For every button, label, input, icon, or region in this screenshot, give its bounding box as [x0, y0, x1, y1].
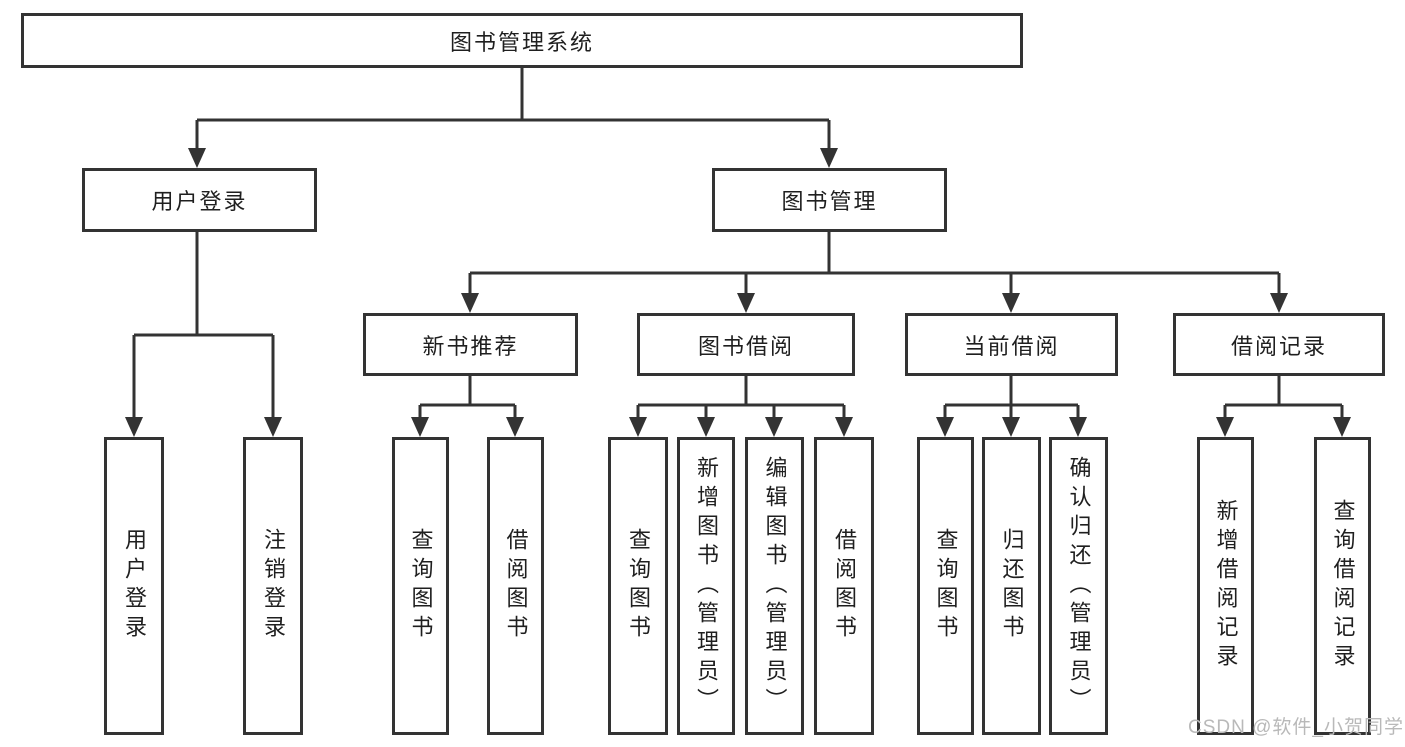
connector-book-mgmt-to-level3	[468, 232, 1281, 295]
node-query-borrow-record-label: 查询借阅记录	[1330, 499, 1356, 673]
node-current-borrow: 当前借阅	[905, 313, 1118, 376]
node-user-login: 用户登录	[104, 437, 164, 735]
node-user-login-branch-label: 用户登录	[151, 189, 248, 214]
node-query-books-borrow: 查询图书	[608, 437, 668, 735]
node-user-login-branch: 用户登录	[82, 168, 317, 232]
node-borrow-records-label: 借阅记录	[1230, 333, 1327, 359]
node-query-books-recommend: 查询图书	[392, 437, 449, 735]
node-borrow-books-label: 借阅图书	[832, 528, 857, 644]
arrowheads-level3	[461, 293, 1288, 313]
node-book-management-label: 图书管理	[781, 189, 878, 214]
node-new-book-recommend-label: 新书推荐	[422, 333, 519, 359]
arrowheads-level2	[188, 148, 838, 168]
node-book-borrow-label: 图书借阅	[697, 333, 794, 359]
node-return-book: 归还图书	[982, 437, 1041, 735]
node-add-book-admin: 新增图书（管理员）	[677, 437, 735, 735]
arrowheads-borrow-records-children	[1216, 417, 1351, 437]
connector-new-books-children	[418, 376, 517, 419]
node-borrow-records: 借阅记录	[1173, 313, 1385, 376]
node-library-system: 图书管理系统	[21, 13, 1023, 68]
node-library-system-label: 图书管理系统	[449, 29, 594, 55]
node-borrow-books: 借阅图书	[814, 437, 874, 735]
node-query-books-current: 查询图书	[917, 437, 974, 735]
connector-current-borrow-children	[943, 376, 1080, 419]
connector-book-borrow-children	[636, 376, 846, 419]
node-user-login-label: 用户登录	[122, 528, 147, 644]
node-add-book-admin-label: 新增图书（管理员）	[694, 455, 719, 717]
node-add-borrow-record: 新增借阅记录	[1197, 437, 1254, 735]
node-return-book-label: 归还图书	[999, 528, 1025, 644]
node-book-borrow: 图书借阅	[637, 313, 855, 376]
node-logout: 注销登录	[243, 437, 303, 735]
connector-root-to-level2	[195, 68, 831, 150]
node-logout-label: 注销登录	[261, 528, 286, 644]
node-borrow-books-recommend-label: 借阅图书	[503, 528, 529, 644]
node-query-borrow-record: 查询借阅记录	[1314, 437, 1371, 735]
arrowheads-current-borrow-children	[936, 417, 1087, 437]
node-add-borrow-record-label: 新增借阅记录	[1213, 499, 1239, 673]
node-current-borrow-label: 当前借阅	[963, 333, 1060, 359]
node-query-books-borrow-label: 查询图书	[626, 528, 651, 644]
node-book-management: 图书管理	[712, 168, 947, 232]
node-query-books-current-label: 查询图书	[933, 528, 959, 644]
arrowheads-book-borrow-children	[629, 417, 853, 437]
node-new-book-recommend: 新书推荐	[363, 313, 578, 376]
connector-borrow-records-children	[1223, 376, 1344, 419]
node-confirm-return-admin-label: 确认归还（管理员）	[1066, 455, 1092, 717]
csdn-watermark: CSDN @软件_小贺同学	[1188, 717, 1404, 738]
arrowheads-user-login-children	[125, 417, 282, 437]
connector-user-login-children	[132, 232, 275, 419]
node-edit-book-admin-label: 编辑图书（管理员）	[762, 455, 788, 717]
node-borrow-books-recommend: 借阅图书	[487, 437, 544, 735]
node-confirm-return-admin: 确认归还（管理员）	[1049, 437, 1108, 735]
node-query-books-recommend-label: 查询图书	[408, 528, 434, 644]
node-edit-book-admin: 编辑图书（管理员）	[745, 437, 804, 735]
arrowheads-new-books-children	[411, 417, 524, 437]
